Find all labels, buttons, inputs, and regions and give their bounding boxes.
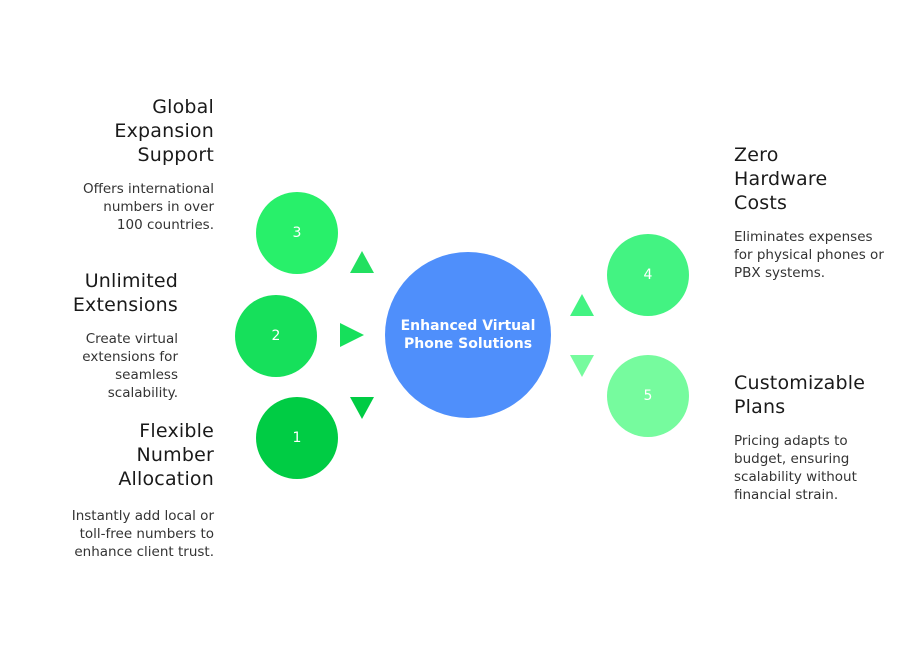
node-number-4: 4	[643, 267, 653, 283]
arrow-5-down	[570, 355, 594, 377]
node-circle-3: 3	[256, 192, 338, 274]
node-description-1: Instantly add local or toll-free numbers…	[71, 508, 214, 560]
arrow-3-up	[350, 251, 374, 273]
node-circle-5: 5	[607, 355, 689, 437]
node-number-1: 1	[292, 430, 302, 446]
node-description-5: Pricing adapts to budget, ensuring scala…	[734, 433, 857, 503]
node-circle-1: 1	[256, 397, 338, 479]
node-number-5: 5	[643, 388, 653, 404]
center-node: Enhanced Virtual Phone Solutions	[385, 252, 551, 418]
center-label: Enhanced Virtual Phone Solutions	[400, 318, 536, 352]
node-number-3: 3	[292, 225, 302, 241]
node-circle-4: 4	[607, 234, 689, 316]
arrow-2-right	[340, 323, 364, 347]
node-number-2: 2	[271, 328, 281, 344]
arrow-1-down	[350, 397, 374, 419]
node-description-4: Eliminates expenses for physical phones …	[734, 229, 884, 281]
node-description-3: Offers international numbers in over 100…	[82, 181, 214, 233]
arrow-4-up	[570, 294, 594, 316]
node-title-2: Unlimited Extensions	[72, 270, 178, 316]
node-title-4: Zero Hardware Costs	[734, 144, 828, 214]
node-circle-2: 2	[235, 295, 317, 377]
node-title-5: Customizable Plans	[734, 372, 866, 418]
node-title-3: Global Expansion Support	[114, 96, 214, 166]
node-title-1: Flexible Number Allocation	[118, 420, 214, 490]
node-description-2: Create virtual extensions for seamless s…	[82, 331, 178, 401]
